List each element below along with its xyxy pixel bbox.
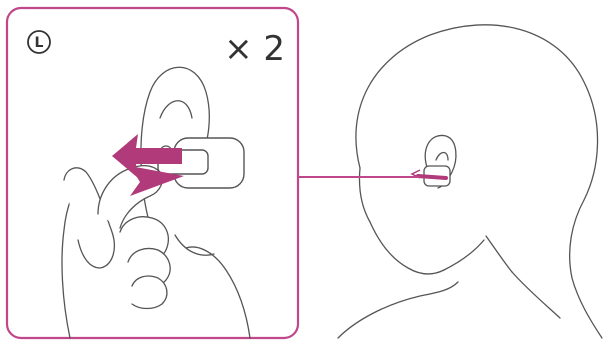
circled-letter-l-icon: L <box>28 31 50 53</box>
head-profile-icon <box>338 25 602 338</box>
side-letter-label: L <box>35 35 44 51</box>
gesture-count: × 2 <box>224 29 285 69</box>
